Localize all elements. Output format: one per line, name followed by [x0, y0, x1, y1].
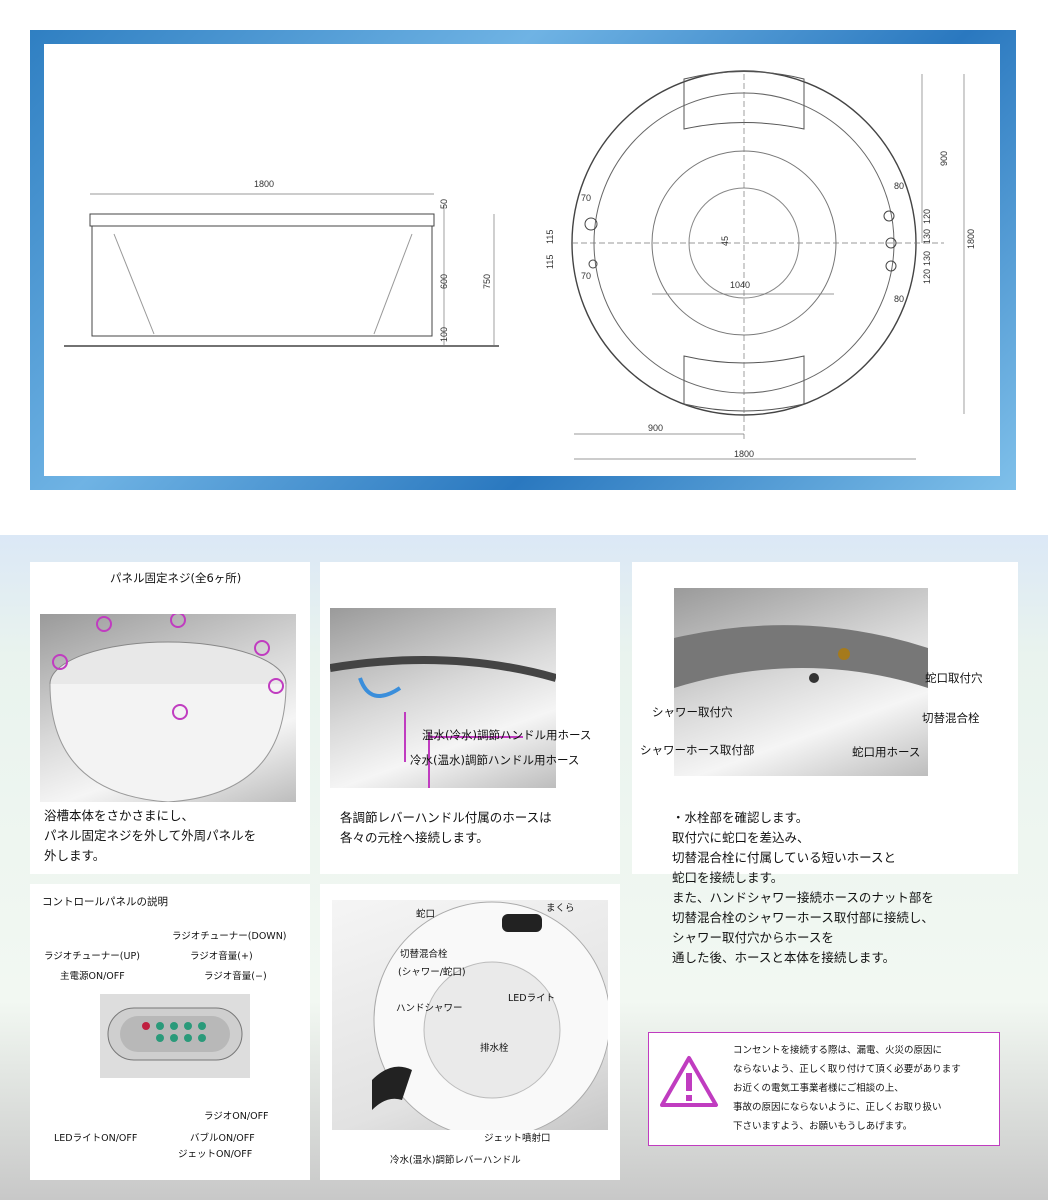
- panel-screw-removal: パネル固定ネジ(全6ヶ所) 浴槽本体をさかさまにし、 パネル固定ネジを外して外周…: [30, 562, 310, 874]
- panel3-line-4: 蛇口を接続します。: [672, 870, 784, 885]
- warning-line-4: 事故の原因にならないように、正しくお取り扱い: [733, 1102, 942, 1113]
- dim-right-5: 120: [922, 269, 932, 284]
- top-headrest: [683, 71, 805, 130]
- label-jet-onoff: ジェットON/OFF: [178, 1149, 253, 1160]
- panel3-line-2: 取付穴に蛇口を差込み、: [672, 830, 810, 845]
- label-pillow: まくら: [546, 903, 575, 914]
- dim-left-4: 70: [581, 271, 591, 281]
- panel3-line-8: 通した後、ホースと本体を接続します。: [672, 950, 896, 965]
- technical-drawing: 1800 50 600 100 750 900 1800 1040 45 70 …: [64, 70, 976, 460]
- panel1-line-1: 浴槽本体をさかさまにし、: [44, 808, 195, 823]
- label-jet-outlet: ジェット噴射口: [484, 1133, 551, 1144]
- cold-hose-leader: [404, 712, 406, 762]
- label-faucet-hose: 蛇口用ホース: [852, 745, 921, 759]
- panel-tub-overview: 蛇口 まくら 切替混合栓 (シャワー/蛇口) LEDライト ハンドシャワー 排水…: [320, 884, 620, 1180]
- dim-right-4: 130: [922, 251, 932, 266]
- dim-right-6: 80: [894, 294, 904, 304]
- dim-bottom-diameter: 1800: [734, 449, 754, 459]
- panel1-line-3: 外します。: [44, 848, 106, 863]
- label-mixer-valve-2: 切替混合栓: [400, 949, 448, 960]
- panel1-line-2: パネル固定ネジを外して外周パネルを: [44, 828, 257, 843]
- panel2-line-1: 各調節レバーハンドル付属のホースは: [340, 810, 552, 825]
- dim-left-3: 115: [545, 255, 555, 269]
- panel3-line-7: シャワー取付穴からホースを: [672, 930, 834, 945]
- dim-diameter: 1800: [966, 229, 976, 249]
- label-radio-vol-down: ラジオ音量(−): [204, 971, 267, 982]
- panel2-body: 各調節レバーハンドル付属のホースは 各々の元栓へ接続します。: [340, 808, 552, 848]
- label-mixer-sub: (シャワー/蛇口): [398, 967, 466, 978]
- panel3-body: ・水栓部を確認します。 取付穴に蛇口を差込み、 切替混合栓に付属している短いホー…: [672, 808, 934, 968]
- label-bubble-onoff: バブルON/OFF: [190, 1133, 255, 1144]
- panel-faucet-setup: 蛇口取付穴 シャワー取付穴 切替混合栓 シャワーホース取付部 蛇口用ホース ・水…: [632, 562, 1018, 965]
- dim-right-2: 120: [922, 209, 932, 224]
- dim-side-width: 1800: [254, 179, 274, 189]
- drawing-sheet: 1800 50 600 100 750 900 1800 1040 45 70 …: [44, 44, 1000, 476]
- label-faucet: 蛇口: [416, 909, 436, 920]
- label-mixer-valve: 切替混合栓: [922, 711, 980, 725]
- label-drain: 排水栓: [480, 1043, 509, 1054]
- label-cold-hose: 冷水(温水)調節ハンドル用ホース: [410, 753, 580, 767]
- label-faucet-hole: 蛇口取付穴: [925, 671, 983, 685]
- control-panel-title: コントロールパネルの説明: [42, 896, 168, 908]
- label-radio-down: ラジオチューナー(DOWN): [172, 931, 287, 942]
- label-radio-up: ラジオチューナー(UP): [44, 951, 140, 962]
- panel1-title: パネル固定ネジ(全6ヶ所): [110, 571, 242, 585]
- panel3-line-3: 切替混合栓に付属している短いホースと: [672, 850, 897, 865]
- left-fitting-1: [584, 217, 598, 231]
- warning-text: コンセントを接続する際は、漏電、火災の原因に ならないよう、正しく取り付けて頂く…: [733, 1041, 961, 1136]
- label-lever-handle: 冷水(温水)調節レバーハンドル: [390, 1155, 521, 1166]
- dim-left-1: 70: [581, 193, 591, 203]
- label-radio-onoff: ラジオON/OFF: [204, 1111, 269, 1122]
- warning-notice: コンセントを接続する際は、漏電、火災の原因に ならないよう、正しく取り付けて頂く…: [648, 1032, 1000, 1146]
- dim-side-h1: 50: [439, 199, 449, 209]
- warning-line-2: ならないよう、正しく取り付けて頂く必要があります: [733, 1064, 961, 1075]
- panel-hose-connection: 温水(冷水)調節ハンドル用ホース 冷水(温水)調節ハンドル用ホース 各調節レバー…: [320, 562, 620, 874]
- label-hand-shower: ハンドシャワー: [396, 1003, 463, 1014]
- dim-side-h3: 100: [439, 327, 449, 342]
- warning-line-1: コンセントを接続する際は、漏電、火災の原因に: [733, 1045, 943, 1056]
- dim-bottom-radius: 900: [648, 423, 663, 433]
- warning-icon: [659, 1055, 719, 1109]
- tub-underside-photo: [40, 614, 296, 802]
- panel-control-description: コントロールパネルの説明 ラジオチューナー(DOWN) ラジオチューナー(UP)…: [30, 884, 310, 1180]
- dim-side-h2: 600: [439, 274, 449, 289]
- label-main-power: 主電源ON/OFF: [60, 971, 125, 982]
- dim-radius: 900: [939, 151, 949, 166]
- side-view-body: [91, 226, 433, 337]
- right-fitting-1: [883, 210, 895, 222]
- right-fitting-2: [885, 237, 897, 249]
- right-fitting-3: [885, 260, 897, 272]
- dim-inner: 1040: [730, 280, 750, 290]
- panel3-line-6: 切替混合栓のシャワーホース取付部に接続し、: [672, 910, 934, 925]
- tub-top-photo: [332, 900, 608, 1130]
- label-hot-hose: 温水(冷水)調節ハンドル用ホース: [422, 728, 592, 742]
- warning-line-5: 下さいますよう、お願いもうしあげます。: [733, 1121, 913, 1132]
- bottom-headrest: [683, 355, 805, 412]
- hose-photo: [330, 608, 556, 788]
- panel1-body: 浴槽本体をさかさまにし、 パネル固定ネジを外して外周パネルを 外します。: [44, 806, 256, 866]
- hot-hose-leader: [428, 732, 430, 788]
- side-view-rim: [89, 213, 435, 227]
- dim-side-total: 750: [482, 274, 492, 289]
- label-shower-hole: シャワー取付穴: [652, 705, 733, 719]
- faucet-photo: [674, 588, 928, 776]
- dim-offset: 45: [720, 236, 730, 246]
- panel3-line-1: ・水栓部を確認します。: [672, 810, 809, 825]
- label-radio-vol-up: ラジオ音量(+): [190, 951, 253, 962]
- label-shower-hose-part: シャワーホース取付部: [640, 743, 755, 757]
- label-led-onoff: LEDライトON/OFF: [54, 1133, 138, 1144]
- panel2-line-2: 各々の元栓へ接続します。: [340, 830, 489, 845]
- dim-left-2: 115: [545, 230, 555, 244]
- label-led-light: LEDライト: [508, 993, 556, 1004]
- dim-right-3: 130: [922, 229, 932, 244]
- dim-right-1: 80: [894, 181, 904, 191]
- hot-hose-leader-h: [428, 736, 523, 738]
- left-fitting-2: [588, 259, 598, 269]
- panel3-line-5: また、ハンドシャワー接続ホースのナット部を: [672, 890, 934, 905]
- warning-line-3: お近くの電気工事業者様にご相談の上、: [733, 1083, 904, 1094]
- control-panel-photo: [100, 994, 250, 1078]
